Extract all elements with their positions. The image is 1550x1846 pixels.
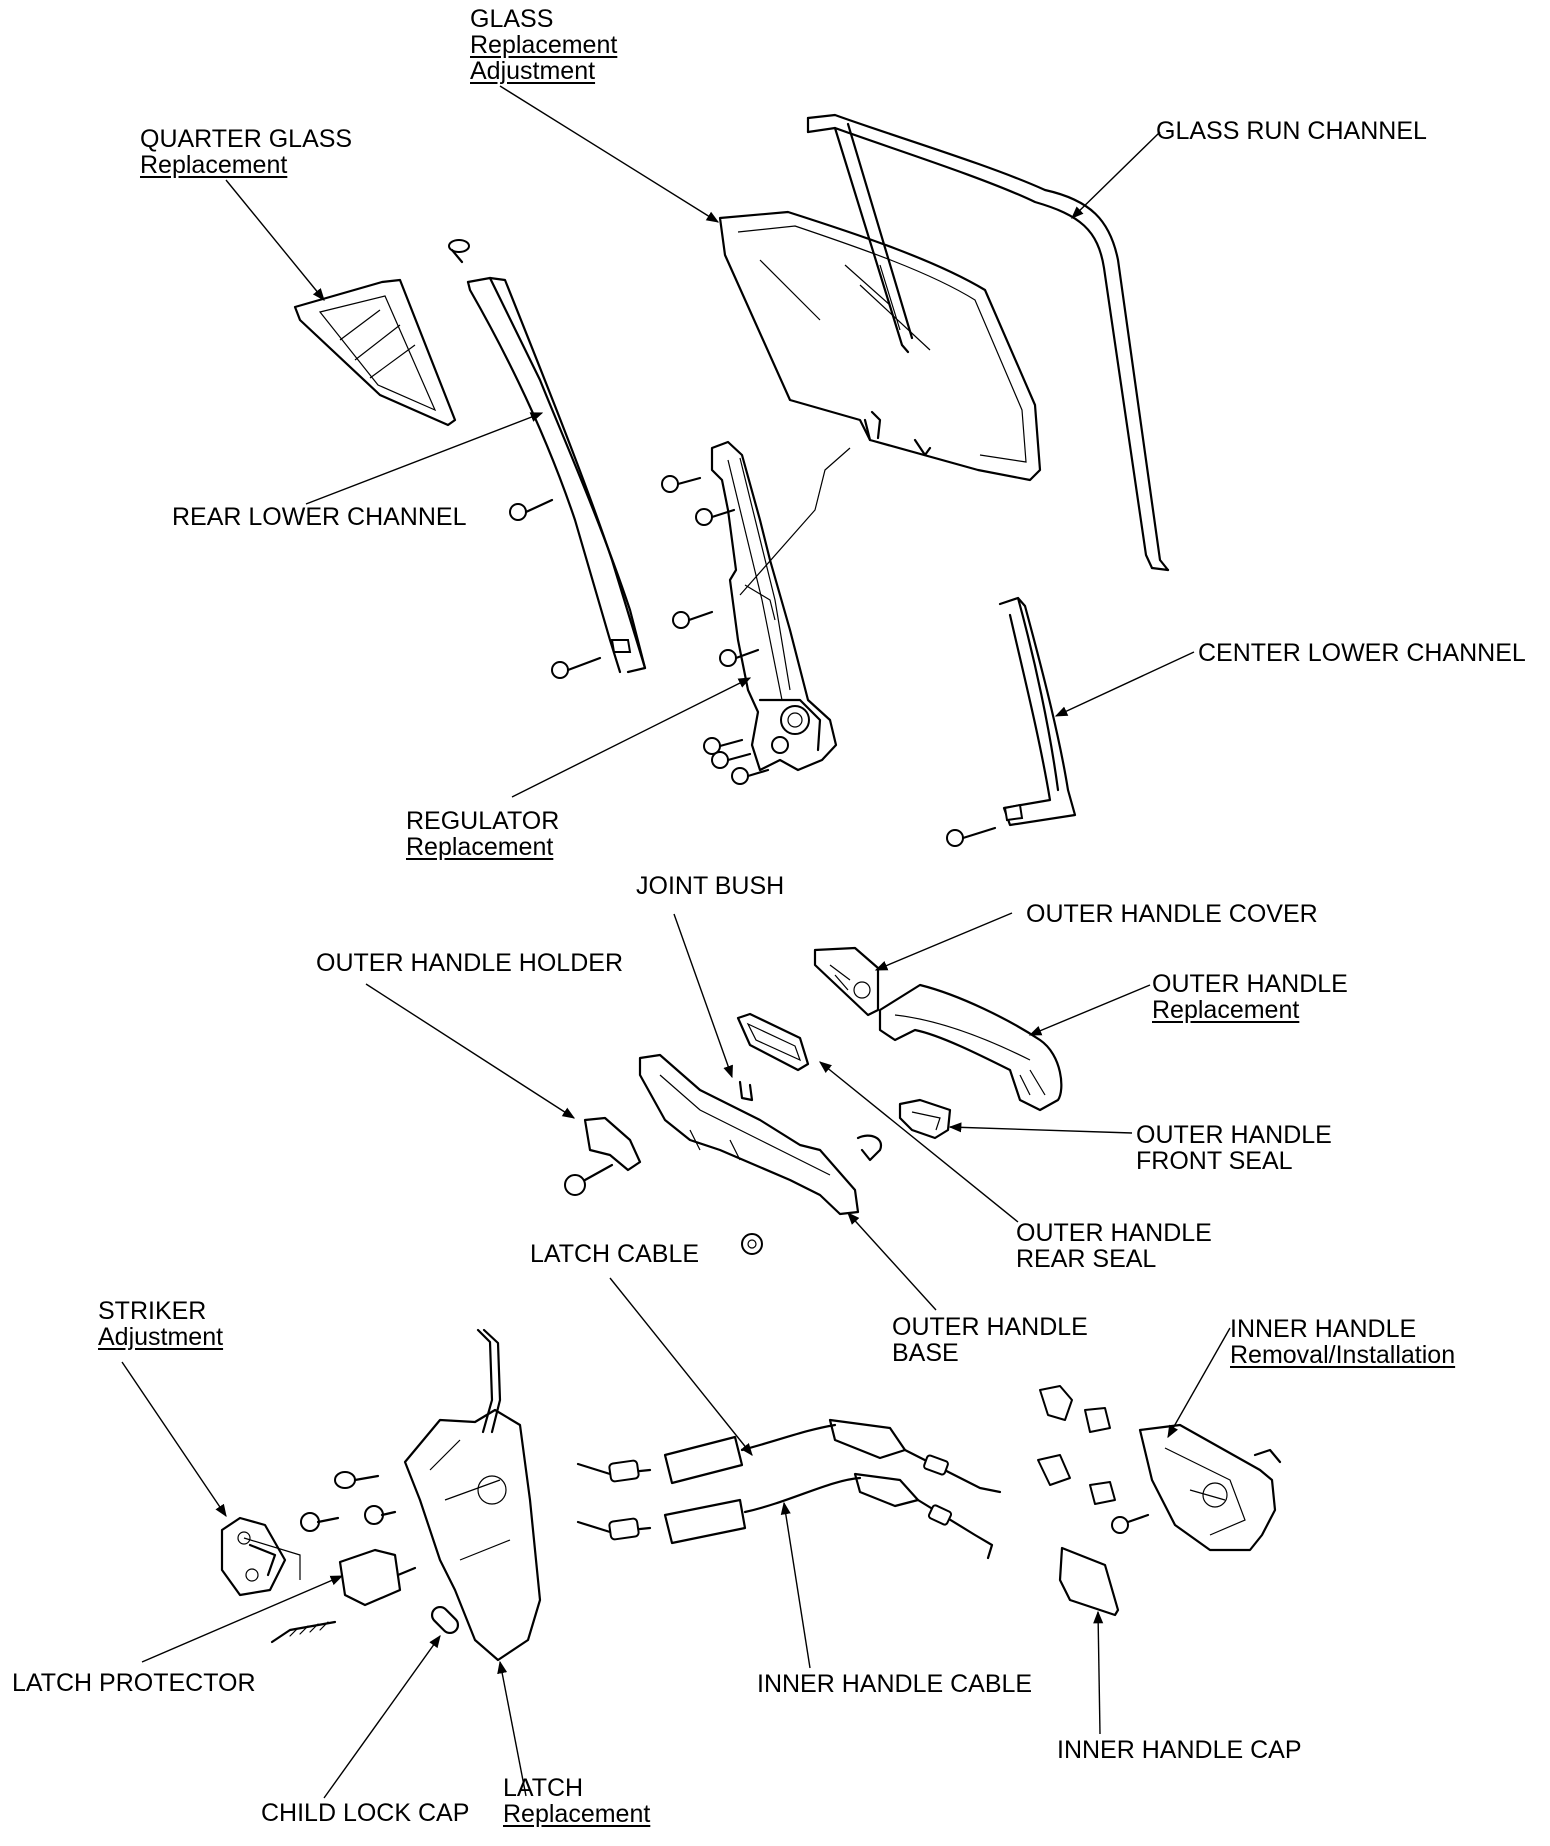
latch-cable-drawing: [576, 1418, 1002, 1494]
outer-handle-name: OUTER HANDLE: [1152, 970, 1348, 998]
inner-handle-cap-name: INNER HANDLE CAP: [1057, 1736, 1302, 1764]
glass-adjustment-link[interactable]: Adjustment: [470, 57, 596, 85]
center-lower-channel-name: CENTER LOWER CHANNEL: [1198, 639, 1526, 667]
outer-handle-base-line2: BASE: [892, 1339, 959, 1367]
outer-handle-front-seal-line1: OUTER HANDLE: [1136, 1121, 1332, 1149]
center-lower-channel-drawing: [998, 596, 1077, 827]
latch-replacement-link[interactable]: Replacement: [503, 1800, 651, 1828]
regulator-label: REGULATOR Replacement: [406, 808, 559, 860]
outer-handle-rear-seal-drawing: [736, 1012, 810, 1072]
bolts-upper: [509, 475, 997, 847]
striker-name: STRIKER: [98, 1297, 207, 1325]
outer-handle-cover-name: OUTER HANDLE COVER: [1026, 900, 1318, 928]
inner-handle-removal-link[interactable]: Removal/Installation: [1230, 1341, 1456, 1369]
rear-lower-channel-label: REAR LOWER CHANNEL: [172, 504, 467, 530]
quarter-glass-replacement-link[interactable]: Replacement: [140, 151, 288, 179]
inner-handle-cable-label: INNER HANDLE CABLE: [757, 1671, 1032, 1697]
outer-handle-holder-drawing: [564, 1116, 642, 1196]
rear-lower-channel-drawing: [448, 239, 647, 674]
outer-handle-replacement-link[interactable]: Replacement: [1152, 996, 1300, 1024]
glass-label: GLASS Replacement Adjustment: [470, 6, 617, 84]
inner-handle-cable-drawing: [576, 1472, 994, 1560]
outer-handle-base-drawing: [638, 1053, 883, 1255]
outer-handle-cover-label: OUTER HANDLE COVER: [1026, 901, 1318, 927]
glass-replacement-link[interactable]: Replacement: [470, 31, 618, 59]
glass-name: GLASS: [470, 5, 554, 33]
regulator-name: REGULATOR: [406, 807, 560, 835]
outer-handle-holder-label: OUTER HANDLE HOLDER: [316, 950, 623, 976]
joint-bush-label: JOINT BUSH: [636, 873, 784, 899]
child-lock-cap-drawing: [430, 1605, 460, 1635]
child-lock-cap-label: CHILD LOCK CAP: [261, 1800, 469, 1826]
outer-handle-front-seal-drawing: [898, 1098, 952, 1140]
regulator-drawing: [710, 440, 851, 772]
outer-handle-rear-seal-label: OUTER HANDLE REAR SEAL: [1016, 1220, 1212, 1272]
latch-name: LATCH: [503, 1774, 584, 1802]
striker-label: STRIKER Adjustment: [98, 1298, 223, 1350]
glass-run-channel-name: GLASS RUN CHANNEL: [1156, 117, 1427, 145]
quarter-glass-label: QUARTER GLASS Replacement: [140, 126, 352, 178]
center-lower-channel-label: CENTER LOWER CHANNEL: [1198, 640, 1526, 666]
striker-drawing: [220, 1512, 340, 1597]
glass-run-channel-drawing: [806, 113, 1170, 572]
inner-handle-clips: [1037, 1385, 1150, 1534]
inner-handle-cap-label: INNER HANDLE CAP: [1057, 1737, 1302, 1763]
joint-bush-name: JOINT BUSH: [636, 872, 785, 900]
outer-handle-rear-seal-line1: OUTER HANDLE: [1016, 1219, 1212, 1247]
quarter-glass-name: QUARTER GLASS: [140, 125, 353, 153]
latch-protector-drawing: [338, 1548, 417, 1607]
inner-handle-name: INNER HANDLE: [1230, 1315, 1417, 1343]
quarter-glass-drawing: [293, 278, 457, 427]
outer-handle-cover-drawing: [813, 946, 880, 1017]
latch-protector-name: LATCH PROTECTOR: [12, 1669, 256, 1697]
rear-lower-channel-name: REAR LOWER CHANNEL: [172, 503, 467, 531]
glass-run-channel-label: GLASS RUN CHANNEL: [1156, 118, 1427, 144]
regulator-replacement-link[interactable]: Replacement: [406, 833, 554, 861]
latch-label: LATCH Replacement: [503, 1775, 650, 1827]
outer-handle-label: OUTER HANDLE Replacement: [1152, 971, 1348, 1023]
outer-handle-front-seal-label: OUTER HANDLE FRONT SEAL: [1136, 1122, 1332, 1174]
outer-handle-base-line1: OUTER HANDLE: [892, 1313, 1088, 1341]
outer-handle-holder-name: OUTER HANDLE HOLDER: [316, 949, 623, 977]
latch-drawing: [403, 1328, 542, 1662]
latch-screws: [270, 1471, 397, 1644]
outer-handle-rear-seal-line2: REAR SEAL: [1016, 1245, 1157, 1273]
child-lock-cap-name: CHILD LOCK CAP: [261, 1799, 470, 1827]
inner-handle-label: INNER HANDLE Removal/Installation: [1230, 1316, 1455, 1368]
glass-drawing: [718, 210, 1042, 482]
outer-handle-base-label: OUTER HANDLE BASE: [892, 1314, 1088, 1366]
latch-cable-name: LATCH CABLE: [530, 1240, 700, 1268]
inner-handle-drawing: [1138, 1423, 1282, 1552]
inner-handle-cap-drawing: [1058, 1546, 1120, 1617]
outer-handle-drawing: [878, 983, 1063, 1112]
latch-cable-label: LATCH CABLE: [530, 1241, 699, 1267]
latch-protector-label: LATCH PROTECTOR: [12, 1670, 256, 1696]
striker-adjustment-link[interactable]: Adjustment: [98, 1323, 224, 1351]
outer-handle-front-seal-line2: FRONT SEAL: [1136, 1147, 1293, 1175]
leader-lines: [121, 85, 1231, 1799]
inner-handle-cable-name: INNER HANDLE CABLE: [757, 1670, 1033, 1698]
